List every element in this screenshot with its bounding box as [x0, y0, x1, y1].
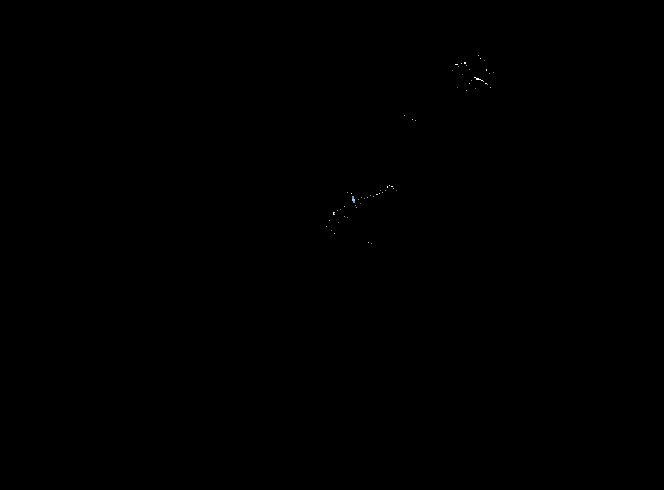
lower-center-speck-1	[389, 185, 390, 186]
lower-center-speck-37	[360, 203, 361, 204]
mid-field-speck-0	[404, 115, 405, 116]
upper-right-speck-22	[466, 90, 467, 91]
lower-center-speck-31	[331, 230, 332, 231]
lower-center-speck-20	[347, 192, 348, 193]
lower-center-speck-24	[334, 212, 335, 213]
lower-center-speck-30	[326, 226, 327, 227]
lower-center-speck-16	[353, 201, 355, 203]
lower-center-speck-17	[351, 193, 352, 194]
upper-right-speck-16	[471, 80, 472, 81]
lower-center-speck-23	[333, 212, 334, 215]
lower-center-speck-7	[376, 194, 378, 195]
lower-center-speck-12	[361, 197, 362, 198]
lower-center-speck-21	[344, 206, 345, 207]
upper-right-speck-13	[483, 81, 484, 82]
upper-right-speck-19	[493, 72, 494, 73]
lower-center-speck-28	[347, 217, 348, 218]
lower-center-speck-10	[367, 197, 368, 198]
mid-field-speck-1	[412, 119, 413, 120]
lower-center-speck-14	[352, 196, 354, 199]
upper-right-speck-7	[486, 69, 487, 71]
lower-center-speck-8	[373, 196, 374, 197]
lower-center-speck-25	[334, 214, 335, 215]
upper-right-speck-4	[469, 69, 470, 70]
lower-center-speck-15	[352, 199, 355, 201]
upper-right-speck-2	[464, 62, 466, 64]
lower-center-speck-0	[387, 186, 388, 188]
upper-right-speck-10	[476, 78, 479, 80]
upper-right-speck-24	[462, 74, 463, 75]
upper-right-speck-11	[479, 79, 481, 80]
lower-center-speck-2	[391, 186, 393, 187]
lower-center-speck-35	[380, 190, 381, 191]
lower-center-speck-26	[337, 210, 338, 211]
lower-center-speck-33	[368, 242, 369, 243]
upper-right-speck-26	[457, 87, 458, 88]
lower-center-speck-29	[329, 220, 330, 221]
lower-center-speck-36	[396, 190, 397, 191]
upper-right-speck-9	[474, 77, 476, 78]
lower-center-speck-27	[344, 216, 345, 217]
upper-right-speck-18	[490, 87, 491, 88]
lower-center-speck-19	[356, 207, 357, 208]
upper-right-speck-23	[484, 60, 485, 61]
lower-center-speck-22	[340, 209, 341, 210]
upper-right-speck-0	[455, 64, 458, 65]
upper-right-speck-3	[466, 65, 467, 66]
lower-center-speck-4	[385, 190, 386, 191]
lower-center-speck-34	[371, 243, 372, 244]
upper-right-speck-12	[481, 80, 483, 81]
upper-right-speck-8	[489, 73, 490, 74]
lower-center-speck-11	[364, 198, 365, 199]
upper-right-speck-14	[485, 83, 487, 84]
lower-center-speck-13	[358, 199, 359, 200]
upper-right-speck-21	[452, 70, 453, 71]
upper-right-speck-17	[469, 83, 470, 84]
lower-center-speck-32	[334, 233, 335, 234]
lower-center-speck-38	[338, 222, 339, 223]
upper-right-speck-25	[475, 88, 476, 89]
upper-right-speck-5	[478, 55, 479, 56]
lower-center-speck-3	[393, 188, 394, 189]
upper-right-speck-20	[458, 66, 459, 67]
upper-right-speck-6	[480, 58, 481, 59]
lower-center-speck-6	[379, 193, 380, 194]
upper-right-speck-15	[487, 84, 488, 85]
lower-center-speck-18	[355, 205, 356, 206]
mid-field-speck-2	[415, 120, 416, 121]
lower-center-speck-5	[382, 192, 383, 193]
lower-center-speck-9	[370, 195, 371, 196]
upper-right-speck-1	[461, 63, 462, 64]
